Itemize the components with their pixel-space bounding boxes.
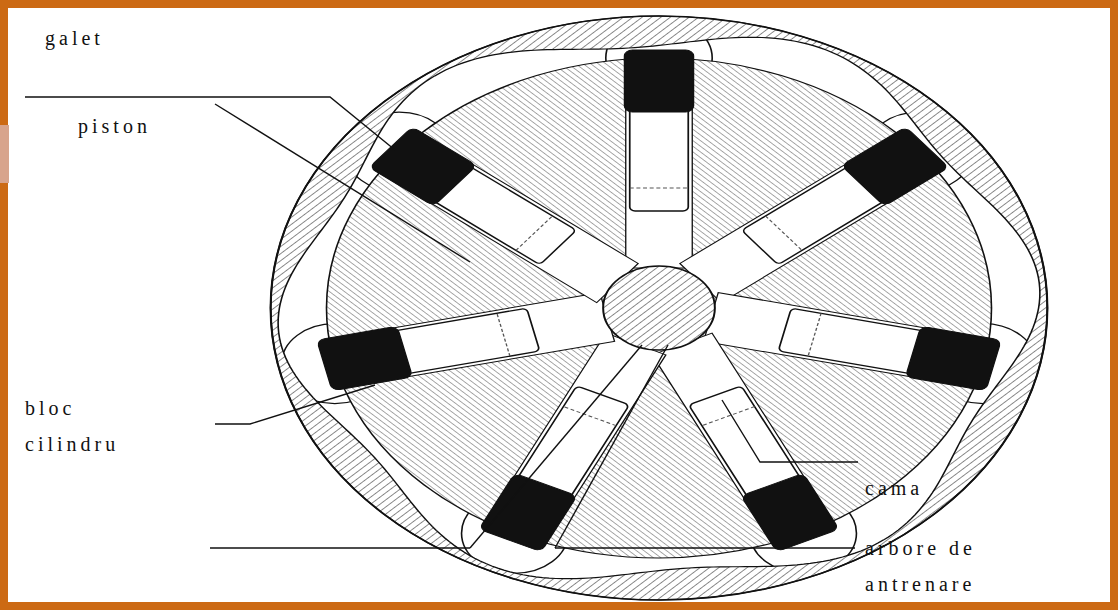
part-label: piston [78,108,278,144]
piston-assembly [679,127,949,304]
frame-inner [8,8,1110,602]
piston-assembly [651,333,839,552]
drive-shaft [603,266,715,350]
piston-body [387,308,540,375]
roller [317,326,413,390]
piston-assembly [624,50,693,268]
roller [841,127,949,206]
roller [624,50,693,112]
side-tab [0,125,9,183]
piston-assembly [317,292,615,391]
leader-line [25,97,395,150]
roller [741,473,839,551]
piston-groove [766,216,802,250]
piston-groove [630,188,689,189]
piston-groove [497,313,510,356]
part-label: arbore de antrenare [865,530,1045,602]
housing-outline [271,16,1048,600]
leader-line [722,400,858,462]
piston-body [630,103,689,211]
piston-groove [808,313,821,356]
radial-piston-motor [271,16,1048,600]
part-label: cama [865,470,1065,506]
cam-ring [271,16,1048,600]
leader-line [215,385,375,424]
leader-line [215,104,470,262]
roller [479,473,577,551]
leader-line [210,547,470,548]
piston-groove [563,407,616,426]
leader-line [470,345,642,548]
piston-body [778,308,931,375]
leader-lines [25,97,858,548]
piston-groove [516,216,552,250]
leader-line [555,345,668,548]
part-label: bloc cilindru [25,390,175,462]
piston-assembly [479,333,667,552]
part-label: galet [45,20,245,56]
piston-assembly [369,127,639,304]
piston-assembly [703,292,1001,391]
roller [905,326,1001,390]
roller [369,127,477,206]
leader-line [555,547,855,548]
